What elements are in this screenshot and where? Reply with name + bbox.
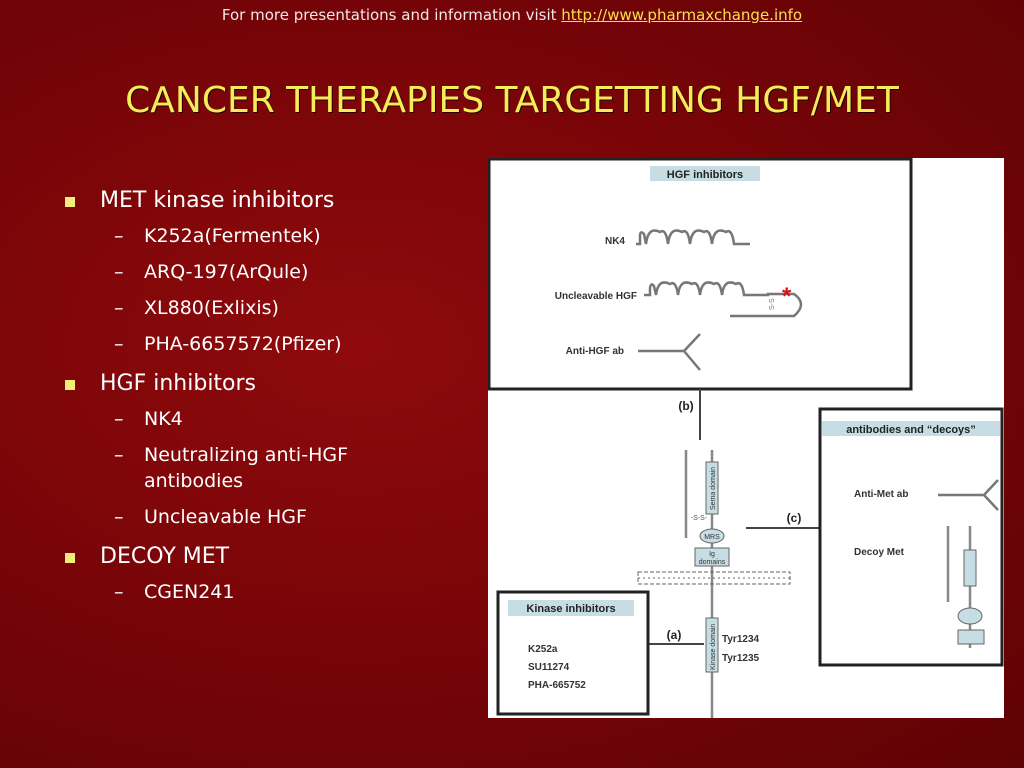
hgf-met-diagram: HGF inhibitors NK4 Uncleavable HGF S-S *… <box>488 158 1004 718</box>
nk4-shape <box>636 229 750 246</box>
slide-title: CANCER THERAPIES TARGETTING HGF/MET <box>125 80 899 121</box>
ig-label-1: Ig <box>709 551 715 558</box>
decoys-box <box>818 407 1004 667</box>
kinase-title: Kinase inhibitors <box>526 603 615 615</box>
label-c: (c) <box>787 511 802 525</box>
anti-met-antibody-icon <box>938 479 999 511</box>
anti-met-label: Anti-Met ab <box>854 489 908 500</box>
bullet-hgf-inhibitors: HGF inhibitors <box>62 369 482 399</box>
hgf-inhibitors-box <box>488 158 913 391</box>
decoy-met-label: Decoy Met <box>854 547 905 558</box>
kinase-item: PHA-665752 <box>528 680 586 691</box>
decoys-title-bg <box>822 421 1000 436</box>
sub-bullet: –Neutralizing anti-HGF antibodies <box>114 444 349 492</box>
label-a: (a) <box>667 628 682 642</box>
diagram-svg: HGF inhibitors NK4 Uncleavable HGF S-S *… <box>488 158 1004 718</box>
top-banner: For more presentations and information v… <box>0 6 1024 24</box>
tyr1234-label: Tyr1234 <box>722 634 760 645</box>
sub-bullet: –CGEN241 <box>114 581 235 603</box>
kinase-item: K252a <box>528 644 558 655</box>
uncleavable-hgf-shape <box>644 281 803 318</box>
bullet-decoy-met: DECOY MET <box>62 542 482 572</box>
bullet-met-kinase-inhibitors: MET kinase inhibitors <box>62 186 482 216</box>
kinase-title-bg <box>508 600 634 616</box>
sub-bullet: –K252a(Fermentek) <box>114 225 321 247</box>
ss-bond-label: S-S <box>769 298 776 310</box>
bullet-square-icon <box>65 380 75 390</box>
bullet-square-icon <box>65 197 75 207</box>
kinase-domain-label: Kinase domain <box>710 624 717 670</box>
sub-bullet: –NK4 <box>114 408 183 430</box>
decoy-met-icon <box>946 526 985 648</box>
cell-membrane <box>637 571 791 585</box>
tyr1235-label: Tyr1235 <box>722 653 760 664</box>
bullet-square-icon <box>65 553 75 563</box>
hgf-title-bg <box>650 166 760 181</box>
banner-text: For more presentations and information v… <box>221 6 562 24</box>
decoys-title: antibodies and “decoys” <box>846 424 976 436</box>
sub-bullet: –XL880(Exlixis) <box>114 297 279 319</box>
bullet-list: MET kinase inhibitors –K252a(Fermentek) … <box>62 186 482 615</box>
ig-label-2: domains <box>699 559 726 566</box>
mrs-label: MRS <box>704 534 720 541</box>
mrs-domain <box>699 528 725 544</box>
sema-label: Sema domain <box>710 467 717 510</box>
antibody-icon <box>638 333 701 371</box>
ss-label: -S-S- <box>691 515 708 522</box>
uncleavable-hgf-label: Uncleavable HGF <box>555 291 637 302</box>
ig-domains <box>694 547 730 567</box>
star-icon: * <box>782 283 792 310</box>
banner-link[interactable]: http://www.pharmaxchange.info <box>561 6 803 24</box>
sema-domain <box>705 461 719 515</box>
nk4-label: NK4 <box>605 236 625 247</box>
kinase-item: SU11274 <box>528 662 570 673</box>
kinase-domain <box>705 617 719 673</box>
sub-bullet: –PHA-6657572(Pfizer) <box>114 333 342 355</box>
label-b: (b) <box>678 399 693 413</box>
hgf-title: HGF inhibitors <box>667 169 743 181</box>
sub-bullet: –Uncleavable HGF <box>114 506 307 528</box>
anti-hgf-label: Anti-HGF ab <box>566 346 624 357</box>
sub-bullet: –ARQ-197(ArQule) <box>114 261 309 283</box>
